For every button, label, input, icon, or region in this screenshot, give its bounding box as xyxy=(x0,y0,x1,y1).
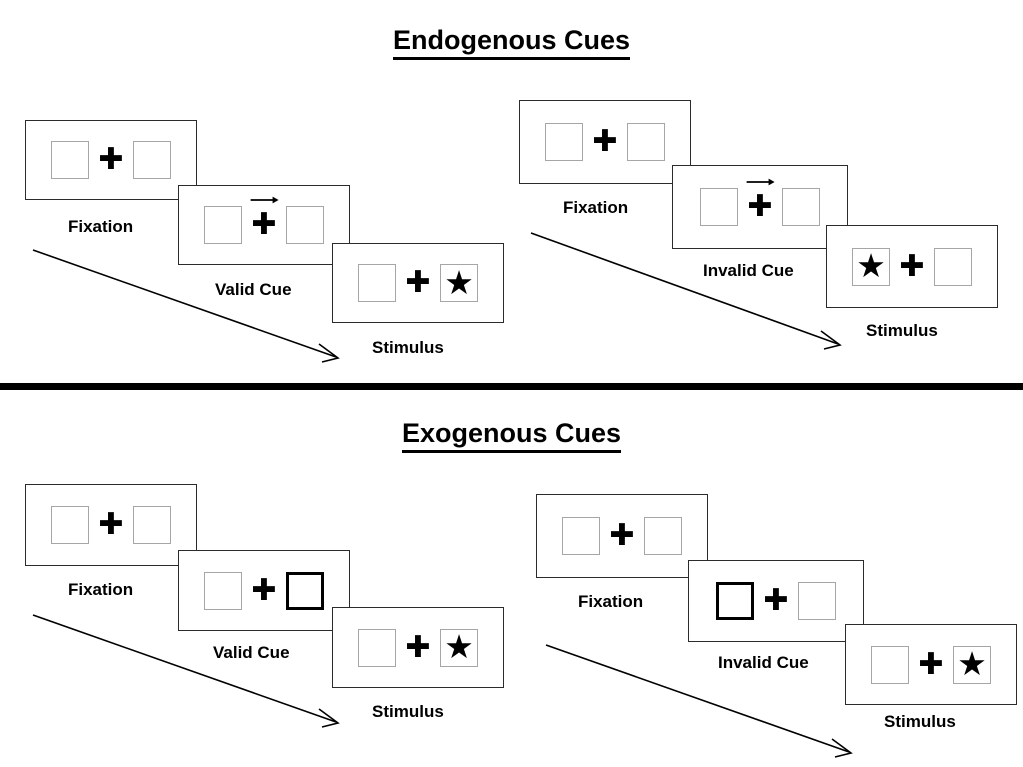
fixation-cross-icon: ✚ xyxy=(609,518,635,553)
caption-endogenous-invalid-fixation: Fixation xyxy=(563,198,629,217)
frame-inner: ✚ xyxy=(562,517,682,555)
frame-endogenous-valid-fixation: ✚ xyxy=(25,120,197,200)
stimulus-box-right-cued xyxy=(286,571,324,610)
frame-inner: ✚ ★ xyxy=(358,628,478,667)
fixation-cross-wrap: ✚ xyxy=(909,646,953,682)
target-star-icon: ★ xyxy=(856,247,886,284)
caption-exogenous-invalid-fixation: Fixation xyxy=(578,592,644,611)
cue-arrow-right-icon xyxy=(746,178,775,186)
section-title-endogenous: Endogenous Cues xyxy=(0,25,1023,60)
fixation-cross-icon: ✚ xyxy=(98,142,124,177)
target-star-icon: ★ xyxy=(444,628,474,665)
target-star-icon: ★ xyxy=(444,263,474,301)
stimulus-box-right xyxy=(934,247,972,286)
fixation-cross-wrap: ✚ xyxy=(396,629,440,665)
frame-exogenous-valid-fixation: ✚ xyxy=(25,484,197,566)
frame-inner: ★ ✚ xyxy=(852,247,972,286)
section-title-exogenous: Exogenous Cues xyxy=(0,418,1023,453)
frame-exogenous-valid-stimulus: ✚ ★ xyxy=(332,607,504,688)
fixation-cross-icon: ✚ xyxy=(918,646,944,682)
section-divider xyxy=(0,383,1023,390)
stimulus-box-left xyxy=(204,206,242,244)
caption-endogenous-valid-stimulus: Stimulus xyxy=(372,338,444,357)
caption-exogenous-valid-cue: Valid Cue xyxy=(213,643,290,662)
fixation-cross-wrap: ✚ xyxy=(89,145,133,175)
frame-endogenous-valid-stimulus: ✚ ★ xyxy=(332,243,504,323)
fixation-cross-wrap: ✚ xyxy=(89,510,133,540)
frame-endogenous-invalid-stimulus: ★ ✚ xyxy=(826,225,998,308)
fixation-cross-icon: ✚ xyxy=(405,265,431,300)
fixation-cross-icon: ✚ xyxy=(763,583,789,618)
stimulus-box-right: ★ xyxy=(953,645,991,684)
frame-exogenous-valid-cue: ✚ xyxy=(178,550,350,631)
frame-endogenous-invalid-cue: ✚ xyxy=(672,165,848,249)
caption-exogenous-invalid-stimulus: Stimulus xyxy=(884,712,956,731)
fixation-cross-icon: ✚ xyxy=(251,207,277,242)
fixation-cross-icon: ✚ xyxy=(592,124,618,159)
frame-endogenous-valid-cue: ✚ xyxy=(178,185,350,265)
fixation-cross-wrap: ✚ xyxy=(242,196,286,242)
cue-arrow-right-icon xyxy=(250,196,279,204)
caption-exogenous-invalid-cue: Invalid Cue xyxy=(718,653,809,672)
stimulus-box-right xyxy=(627,123,665,161)
frame-exogenous-invalid-cue: ✚ xyxy=(688,560,864,642)
time-arrow-exogenous-invalid xyxy=(545,644,853,758)
stimulus-box-left xyxy=(871,645,909,684)
stimulus-box-left xyxy=(204,571,242,610)
stimulus-box-left xyxy=(358,628,396,667)
fixation-cross-wrap: ✚ xyxy=(738,178,782,224)
stimulus-box-right xyxy=(286,206,324,244)
frame-inner: ✚ xyxy=(204,571,324,610)
caption-exogenous-valid-fixation: Fixation xyxy=(68,580,134,599)
fixation-cross-wrap: ✚ xyxy=(754,586,798,616)
time-arrow-endogenous-valid xyxy=(32,249,340,363)
fixation-cross-icon: ✚ xyxy=(251,572,277,608)
stimulus-box-left xyxy=(562,517,600,555)
caption-endogenous-invalid-cue: Invalid Cue xyxy=(703,261,794,280)
frame-inner: ✚ xyxy=(51,506,171,544)
frame-inner: ✚ xyxy=(700,178,820,226)
frame-inner: ✚ ★ xyxy=(871,645,991,684)
section-title-endogenous-text: Endogenous Cues xyxy=(392,25,630,60)
stimulus-box-right xyxy=(644,517,682,555)
fixation-cross-icon: ✚ xyxy=(98,507,124,542)
stimulus-box-right xyxy=(133,141,171,179)
target-star-icon: ★ xyxy=(957,645,987,682)
stimulus-box-left-cued xyxy=(716,582,754,620)
caption-endogenous-valid-cue: Valid Cue xyxy=(215,280,292,299)
frame-inner: ✚ xyxy=(545,123,665,161)
fixation-cross-icon: ✚ xyxy=(405,629,431,665)
stimulus-box-right: ★ xyxy=(440,264,478,302)
frame-exogenous-invalid-fixation: ✚ xyxy=(536,494,708,578)
caption-endogenous-valid-fixation: Fixation xyxy=(68,217,134,236)
time-arrow-endogenous-invalid xyxy=(530,232,842,350)
fixation-cross-wrap: ✚ xyxy=(583,127,627,157)
stimulus-box-left xyxy=(51,141,89,179)
fixation-cross-wrap: ✚ xyxy=(600,521,644,551)
frame-inner: ✚ xyxy=(716,582,836,620)
frame-endogenous-invalid-fixation: ✚ xyxy=(519,100,691,184)
stimulus-box-right xyxy=(798,582,836,620)
stimulus-box-left xyxy=(700,188,738,226)
frame-exogenous-invalid-stimulus: ✚ ★ xyxy=(845,624,1017,705)
fixation-cross-wrap: ✚ xyxy=(242,572,286,608)
frame-inner: ✚ xyxy=(51,141,171,179)
frame-inner: ✚ ★ xyxy=(358,264,478,302)
stimulus-box-right xyxy=(782,188,820,226)
frame-inner: ✚ xyxy=(204,196,324,244)
fixation-cross-wrap: ✚ xyxy=(890,248,934,284)
section-title-exogenous-text: Exogenous Cues xyxy=(401,418,622,453)
caption-exogenous-valid-stimulus: Stimulus xyxy=(372,702,444,721)
fixation-cross-icon: ✚ xyxy=(747,189,773,224)
stimulus-box-left xyxy=(545,123,583,161)
caption-endogenous-invalid-stimulus: Stimulus xyxy=(866,321,938,340)
fixation-cross-wrap: ✚ xyxy=(396,268,440,298)
time-arrow-exogenous-valid xyxy=(32,614,340,728)
fixation-cross-icon: ✚ xyxy=(899,248,925,284)
stimulus-box-right: ★ xyxy=(440,628,478,667)
stimulus-box-left xyxy=(51,506,89,544)
stimulus-box-left: ★ xyxy=(852,247,890,286)
stimulus-box-right xyxy=(133,506,171,544)
stimulus-box-left xyxy=(358,264,396,302)
